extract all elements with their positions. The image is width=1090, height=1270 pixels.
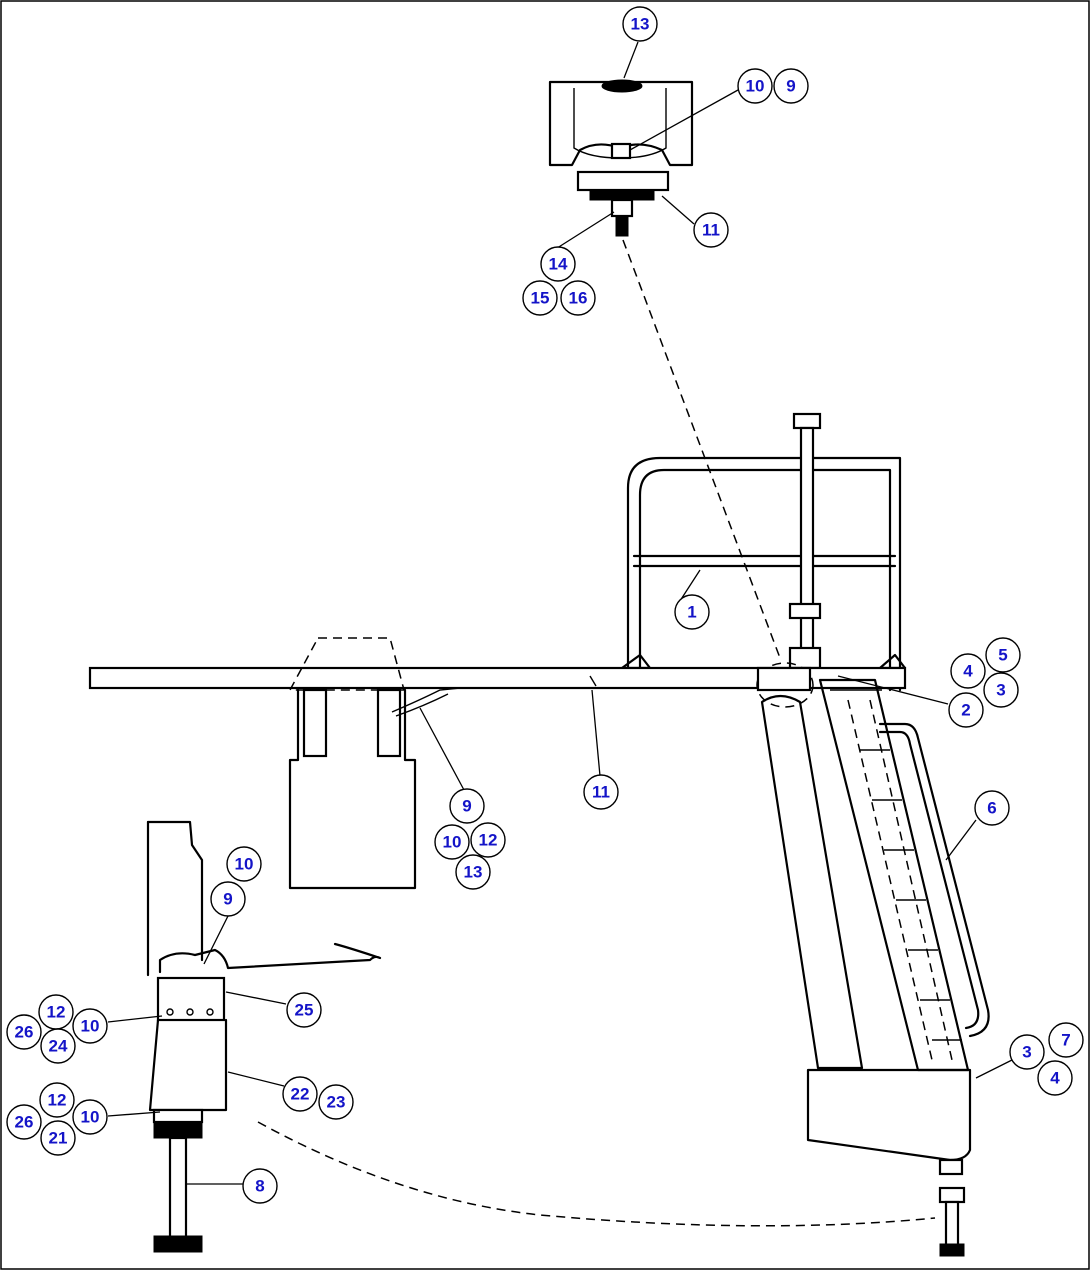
callout-label: 1 xyxy=(687,603,696,622)
callout-label: 9 xyxy=(462,797,471,816)
callout-label: 5 xyxy=(998,646,1007,665)
callout-label: 8 xyxy=(255,1177,264,1196)
dashed-connection-lower xyxy=(257,1121,936,1227)
ladder-assembly xyxy=(756,662,990,1257)
callout-label: 21 xyxy=(49,1129,68,1148)
callout-label: 15 xyxy=(531,289,550,308)
callout-label: 16 xyxy=(569,289,588,308)
callout: 3 xyxy=(983,672,1019,708)
handrail xyxy=(620,456,907,692)
callout-label: 13 xyxy=(464,863,483,882)
tank-bracket xyxy=(288,637,461,890)
callout: 9 xyxy=(773,68,809,104)
leader-lines xyxy=(107,41,1013,1185)
callout-label: 13 xyxy=(631,15,650,34)
callout: 14 xyxy=(540,246,576,282)
callout-label: 12 xyxy=(48,1091,67,1110)
callout: 1 xyxy=(674,594,710,630)
callout: 26 xyxy=(6,1104,42,1140)
callout-label: 26 xyxy=(15,1113,34,1132)
callout-label: 9 xyxy=(223,890,232,909)
callout: 7 xyxy=(1048,1022,1084,1058)
callout: 4 xyxy=(1037,1060,1073,1096)
callout-label: 10 xyxy=(81,1017,100,1036)
callout-label: 12 xyxy=(479,831,498,850)
callout: 12 xyxy=(470,822,506,858)
callout: 12 xyxy=(38,994,74,1030)
callout: 10 xyxy=(72,1099,108,1135)
callout: 22 xyxy=(282,1076,318,1112)
callout-label: 2 xyxy=(961,701,970,720)
callout-label: 10 xyxy=(81,1108,100,1127)
callout-label: 26 xyxy=(15,1023,34,1042)
callout-label: 4 xyxy=(963,662,973,681)
callout-label: 24 xyxy=(49,1037,68,1056)
callout: 10 xyxy=(226,846,262,882)
callout: 25 xyxy=(286,992,322,1028)
callout-label: 6 xyxy=(987,799,996,818)
callout: 24 xyxy=(40,1028,76,1064)
callout-label: 11 xyxy=(592,783,610,802)
callout-label: 4 xyxy=(1050,1069,1060,1088)
lamp-mount-detail xyxy=(548,79,694,237)
callout: 10 xyxy=(737,68,773,104)
callout-label: 10 xyxy=(235,855,254,874)
dashed-connection-lamp xyxy=(622,239,781,659)
callout: 26 xyxy=(6,1014,42,1050)
callout: 9 xyxy=(449,788,485,824)
callout-label: 23 xyxy=(327,1093,346,1112)
callout: 16 xyxy=(560,280,596,316)
callout: 3 xyxy=(1009,1034,1045,1070)
callout-label: 3 xyxy=(996,681,1005,700)
callout-label: 25 xyxy=(295,1001,314,1020)
callout-label: 22 xyxy=(291,1085,310,1104)
callout: 23 xyxy=(318,1084,354,1120)
callout: 10 xyxy=(434,824,470,860)
callout: 5 xyxy=(985,637,1021,673)
callout: 21 xyxy=(40,1120,76,1156)
callout: 13 xyxy=(622,6,658,42)
callout: 11 xyxy=(693,212,729,248)
callout-label: 3 xyxy=(1022,1043,1031,1062)
callout: 12 xyxy=(39,1082,75,1118)
callout: 4 xyxy=(950,653,986,689)
callout-label: 9 xyxy=(786,77,795,96)
callout: 13 xyxy=(455,854,491,890)
support-rod xyxy=(788,412,822,670)
callout: 10 xyxy=(72,1008,108,1044)
callout: 8 xyxy=(242,1168,278,1204)
callout-label: 11 xyxy=(702,221,720,240)
lower-cylinder-assembly xyxy=(146,820,382,1253)
callout-label: 12 xyxy=(47,1003,66,1022)
callout-label: 10 xyxy=(746,77,765,96)
callout: 2 xyxy=(948,692,984,728)
callout: 15 xyxy=(522,280,558,316)
callout: 9 xyxy=(210,881,246,917)
callout-label: 7 xyxy=(1061,1031,1070,1050)
callout: 6 xyxy=(974,790,1010,826)
callout-label: 10 xyxy=(443,833,462,852)
callout: 11 xyxy=(583,774,619,810)
callout-label: 14 xyxy=(549,255,568,274)
